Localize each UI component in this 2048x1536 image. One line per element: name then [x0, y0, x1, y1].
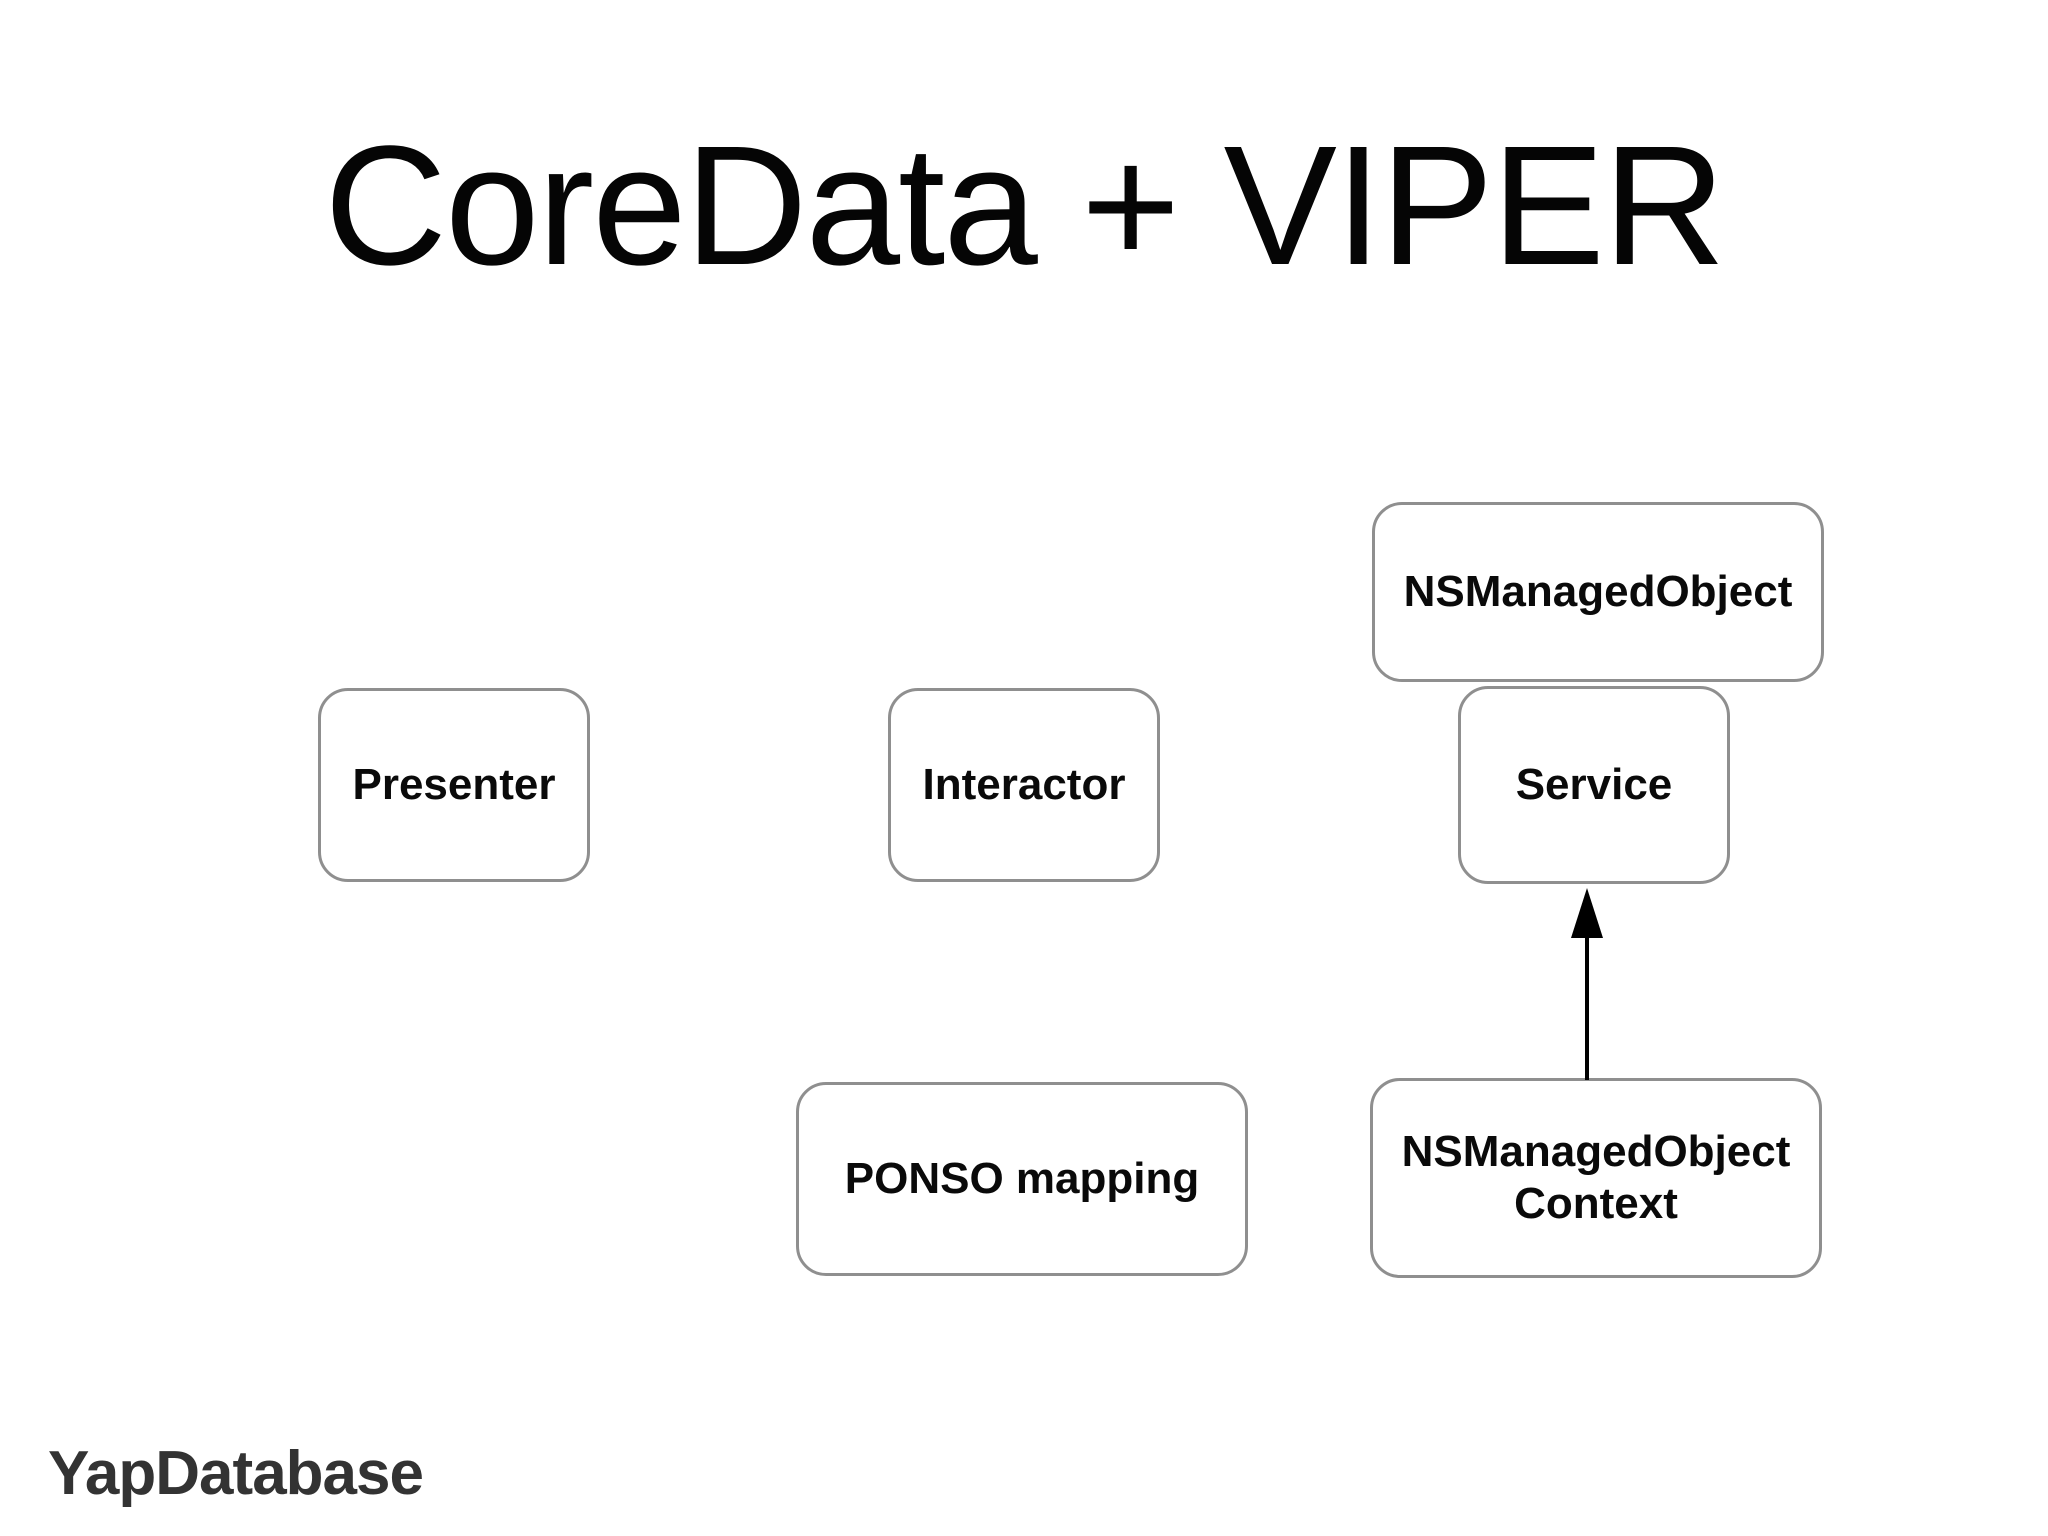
box-presenter: Presenter: [318, 688, 590, 882]
box-nsmanagedobject: NSManagedObject: [1372, 502, 1824, 682]
box-ponso-mapping-label: PONSO mapping: [844, 1154, 1200, 1204]
box-interactor-label: Interactor: [922, 760, 1126, 810]
box-nsmanagedobject-label: NSManagedObject: [1403, 567, 1793, 617]
box-ponso-mapping: PONSO mapping: [796, 1082, 1248, 1276]
box-service-label: Service: [1515, 760, 1673, 810]
box-presenter-label: Presenter: [352, 760, 556, 810]
box-nsmanagedobject-context: NSManagedObject Context: [1370, 1078, 1822, 1278]
arrow-context-to-service: [1571, 888, 1603, 1080]
footer-brand: YapDatabase: [48, 1439, 424, 1508]
box-nsmanagedobject-context-label: NSManagedObject Context: [1401, 1127, 1791, 1228]
box-interactor: Interactor: [888, 688, 1160, 882]
box-service: Service: [1458, 686, 1730, 884]
slide-title: CoreData + VIPER: [324, 111, 1725, 301]
